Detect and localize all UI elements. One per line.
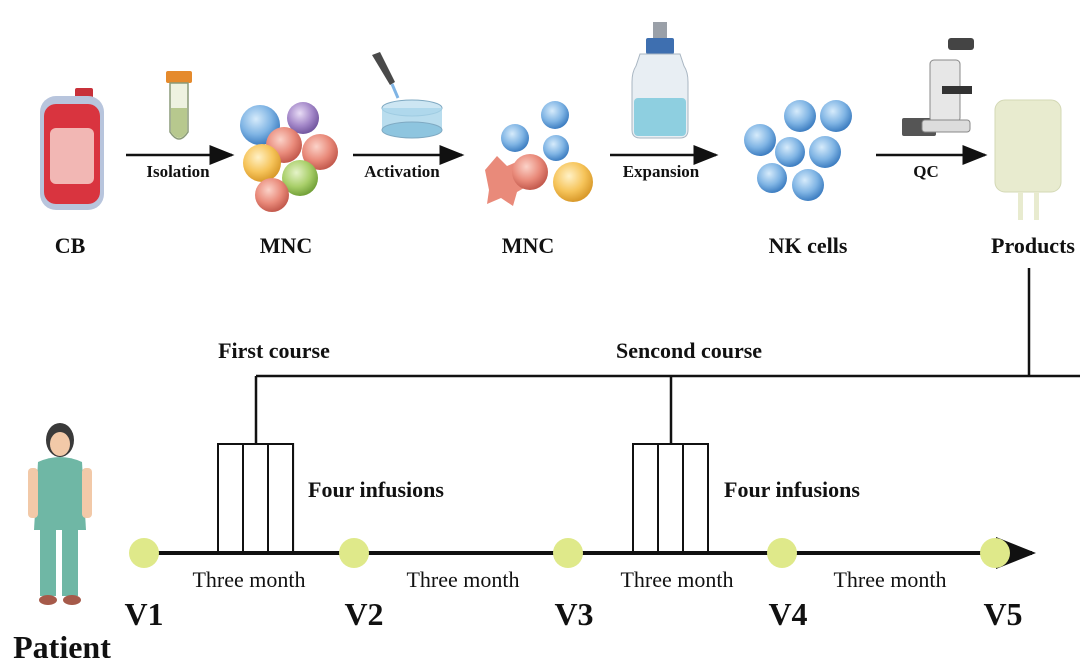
step-label-nk-cells: NK cells (769, 233, 848, 258)
interval-label-3: Three month (620, 567, 733, 592)
step-label-products: Products (991, 233, 1075, 258)
step-label-mnc-2: MNC (502, 233, 555, 258)
nk-cells-icon (744, 100, 852, 201)
interval-label-2: Three month (406, 567, 519, 592)
step-label-cb: CB (55, 233, 86, 258)
visit-label-v3: V3 (554, 596, 593, 632)
arrow-label-isolation: Isolation (146, 162, 210, 181)
microscope-icon (902, 38, 974, 136)
infusions-label-second: Four infusions (724, 477, 860, 502)
patient-figure-icon (28, 423, 92, 605)
visit-dot-v1 (129, 538, 159, 568)
product-bag-icon (994, 99, 1062, 220)
patient-label: Patient (13, 629, 111, 658)
visit-label-v4: V4 (768, 596, 807, 632)
arrow-label-activation: Activation (364, 162, 440, 181)
visit-dot-v2 (339, 538, 369, 568)
visit-label-v2: V2 (344, 596, 383, 632)
mnc-cells-icon (240, 102, 338, 212)
visit-dots (129, 538, 1010, 568)
visit-dot-v5 (980, 538, 1010, 568)
arrow-label-qc: QC (913, 162, 939, 181)
step-label-mnc-1: MNC (260, 233, 313, 258)
interval-label-4: Three month (833, 567, 946, 592)
visit-label-v5: V5 (983, 596, 1022, 632)
test-tube-icon (166, 71, 192, 140)
blood-bag-icon (40, 88, 104, 210)
first-course-label: First course (218, 338, 330, 363)
visit-dot-v4 (767, 538, 797, 568)
visit-label-v1: V1 (124, 596, 163, 632)
course-connector (254, 268, 1080, 444)
petri-dish-icon (372, 52, 443, 139)
infusion-block-first (217, 443, 295, 553)
culture-flask-icon (631, 22, 689, 139)
visit-dot-v3 (553, 538, 583, 568)
second-course-label: Sencond course (616, 338, 762, 363)
arrow-label-expansion: Expansion (623, 162, 700, 181)
infusion-block-second (632, 443, 709, 553)
interval-label-1: Three month (192, 567, 305, 592)
activated-cells-icon (485, 101, 593, 206)
infusions-label-first: Four infusions (308, 477, 444, 502)
